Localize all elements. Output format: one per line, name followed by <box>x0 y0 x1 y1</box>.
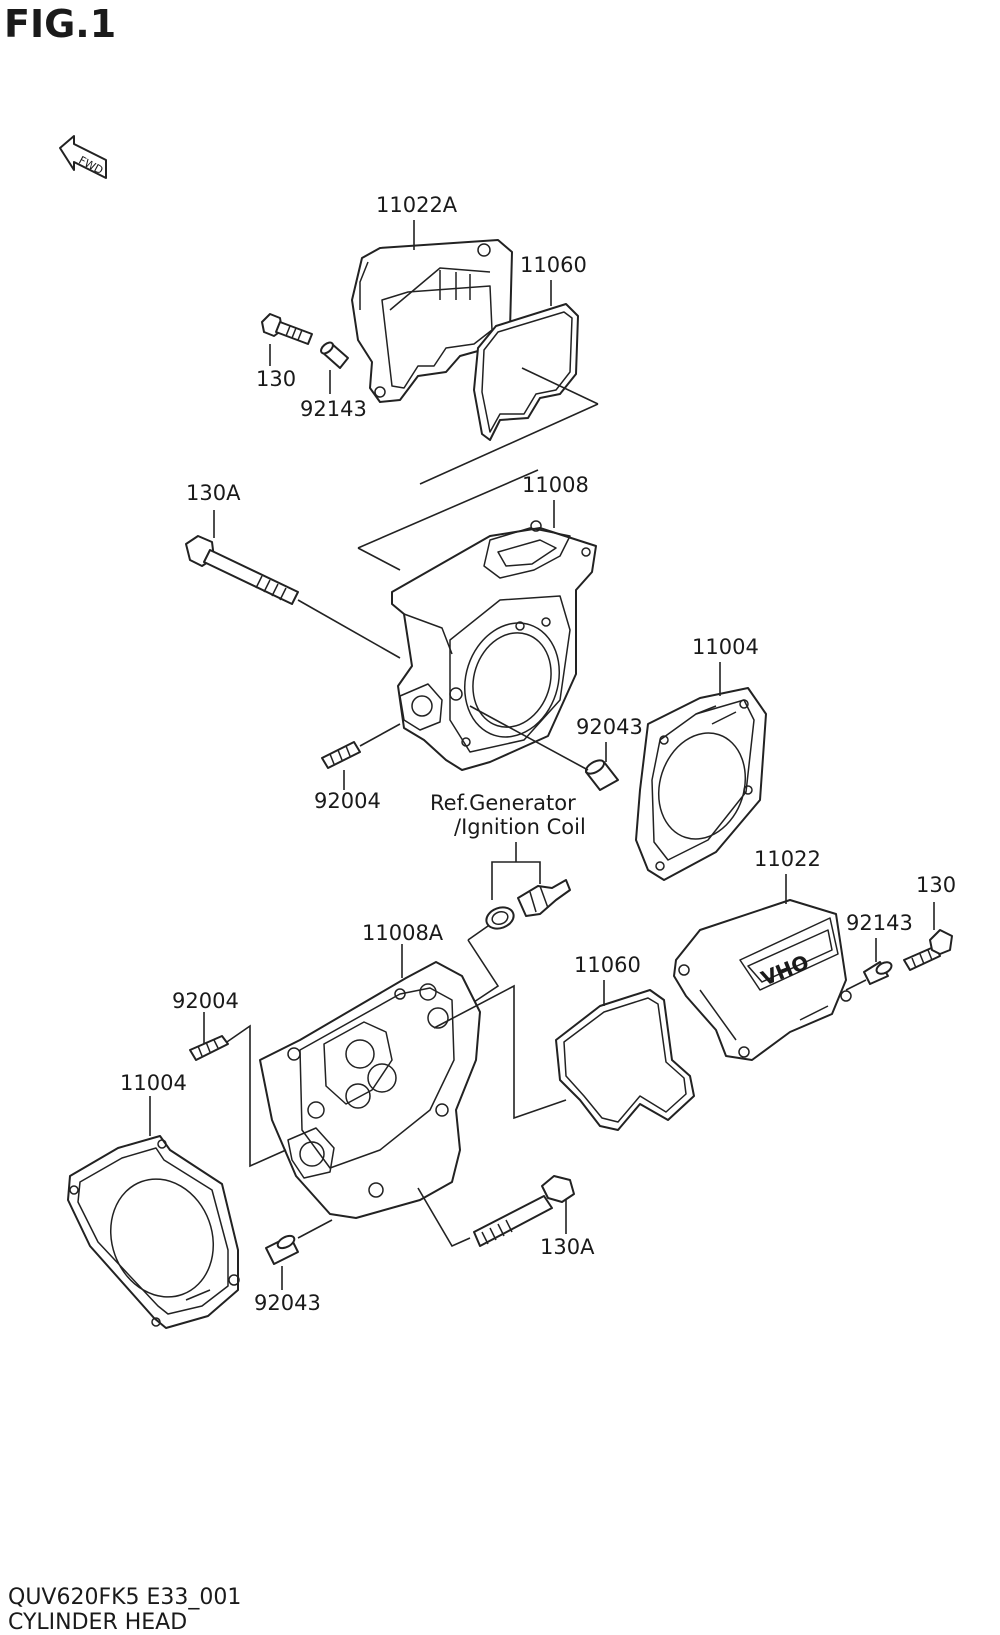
cylinder-head-cover-right: OHV <box>673 899 852 1061</box>
stud-92004-top <box>321 741 361 769</box>
part-label-11008: 11008 <box>522 473 589 497</box>
diagram-code: QUV620FK5 E33_001 <box>8 1585 242 1610</box>
part-label-130a-top: 130A <box>186 481 241 505</box>
reference-label-line2: /Ignition Coil <box>454 815 586 839</box>
figure-title: FIG.1 <box>4 2 117 46</box>
part-label-11008a: 11008A <box>362 921 444 945</box>
part-label-92143-right: 92143 <box>846 911 913 935</box>
head-cover-gasket-bottom <box>555 989 695 1131</box>
head-gasket-right <box>635 687 767 881</box>
part-label-92143-top: 92143 <box>300 397 367 421</box>
bolt-130-right <box>903 929 953 971</box>
part-label-11022a: 11022A <box>376 193 458 217</box>
part-label-11060-bottom: 11060 <box>574 953 641 977</box>
reference-label-line1: Ref.Generator <box>430 791 576 815</box>
dowel-92143-top <box>320 341 349 369</box>
long-bolt-130a-bottom <box>473 1175 575 1247</box>
diagram-name: CYLINDER HEAD <box>8 1610 188 1635</box>
dowel-92143-right <box>863 961 893 985</box>
part-label-92043-top: 92043 <box>576 715 643 739</box>
bolt-130-top <box>261 313 313 345</box>
cylinder-11008 <box>391 520 597 771</box>
fwd-arrow-icon: FWD <box>59 135 107 179</box>
head-cover-gasket-top <box>473 303 579 441</box>
head-gasket-left <box>67 1135 240 1329</box>
part-label-11004-right: 11004 <box>692 635 759 659</box>
part-label-130-top: 130 <box>256 367 296 391</box>
part-label-11022: 11022 <box>754 847 821 871</box>
part-label-92004-top: 92004 <box>314 789 381 813</box>
cylinder-head-11008a <box>259 961 481 1219</box>
part-label-11004-left: 11004 <box>120 1071 187 1095</box>
part-label-92043-bottom: 92043 <box>254 1291 321 1315</box>
long-bolt-130a-top <box>185 535 299 605</box>
dowel-92043-bottom <box>265 1234 299 1265</box>
part-label-92004-left: 92004 <box>172 989 239 1013</box>
dowel-92043-top <box>584 759 619 791</box>
part-label-11060-top: 11060 <box>520 253 587 277</box>
sensor-assembly <box>485 879 571 930</box>
cylinder-head-cover-top <box>351 239 513 403</box>
part-label-130-right: 130 <box>916 873 956 897</box>
stud-92004-left <box>189 1035 229 1061</box>
part-label-130a-bottom: 130A <box>540 1235 595 1259</box>
